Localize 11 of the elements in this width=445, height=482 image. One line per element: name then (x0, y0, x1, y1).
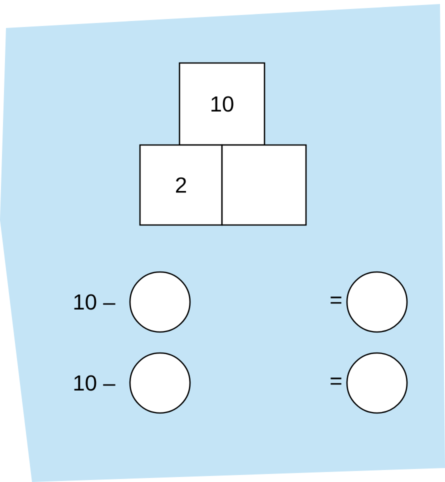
answer-circle (129, 271, 191, 333)
answer-circle (346, 271, 408, 333)
equation-text: = (330, 296, 342, 304)
equation-text: 10 – (74, 294, 116, 310)
answer-circle (346, 352, 408, 414)
answer-circle (129, 352, 191, 414)
equation-text: 10 – (74, 375, 116, 391)
number-box: 2 (139, 144, 223, 226)
equation-text: = (330, 378, 342, 385)
answer-box (221, 144, 307, 226)
number-box: 10 (178, 62, 266, 146)
